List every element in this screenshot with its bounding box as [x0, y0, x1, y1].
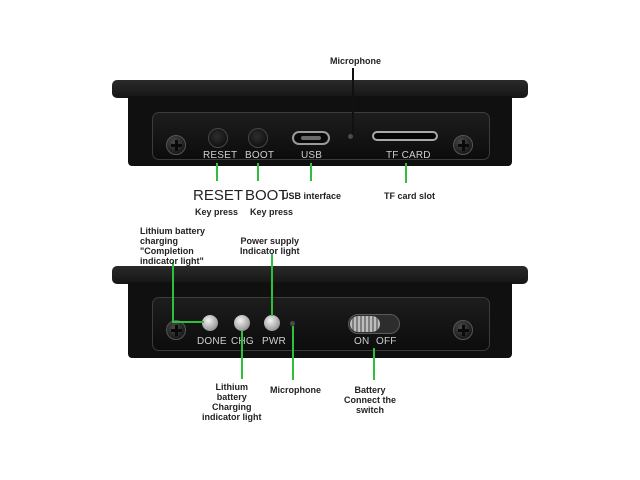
- microphone-hole: [290, 321, 295, 326]
- charging-indicator-callout: Lithium battery Charging indicator light: [202, 382, 262, 422]
- chg-indicator-led: [234, 315, 250, 331]
- screw-icon: [453, 135, 473, 155]
- switch-off-label: OFF: [376, 336, 397, 347]
- screw-icon: [166, 135, 186, 155]
- microphone-hole: [348, 134, 353, 139]
- screw-icon: [453, 320, 473, 340]
- pwr-indicator-label: PWR: [262, 336, 286, 347]
- boot-port-label: BOOT: [245, 150, 275, 161]
- microphone-leader-line-bottom: [292, 326, 294, 380]
- tf-card-slot[interactable]: [372, 131, 438, 141]
- completion-leader-vertical: [172, 262, 174, 323]
- reset-port-label: RESET: [203, 150, 238, 161]
- reset-callout-sub: Key press: [195, 207, 239, 217]
- charging-leader-line: [241, 331, 243, 379]
- tf-callout: TF card slot: [384, 191, 436, 201]
- completion-leader-horizontal: [172, 321, 204, 323]
- boot-callout-title: BOOT: [245, 187, 288, 204]
- microphone-callout-bottom: Microphone: [270, 385, 321, 395]
- boot-button[interactable]: [248, 128, 268, 148]
- device-top-body: [112, 80, 528, 98]
- done-indicator-led: [202, 315, 218, 331]
- power-indicator-callout: Power supply Indicator light: [240, 236, 300, 256]
- device-bottom-body: [112, 266, 528, 284]
- usb-port[interactable]: [292, 131, 330, 145]
- done-indicator-label: DONE: [197, 336, 227, 347]
- battery-switch[interactable]: [348, 314, 400, 334]
- pwr-indicator-led: [264, 315, 280, 331]
- tf-card-port-label: TF CARD: [386, 150, 431, 161]
- power-leader-line: [271, 254, 273, 316]
- usb-callout: USB interface: [282, 191, 342, 201]
- reset-leader-line: [216, 163, 218, 181]
- usb-leader-line: [310, 163, 312, 181]
- reset-button[interactable]: [208, 128, 228, 148]
- battery-switch-callout: Battery Connect the switch: [344, 385, 397, 415]
- microphone-leader-line: [352, 68, 354, 134]
- battery-leader-line: [373, 348, 375, 380]
- tf-leader-line: [405, 163, 407, 183]
- battery-switch-knob[interactable]: [350, 316, 380, 332]
- usb-port-label: USB: [301, 150, 323, 161]
- screw-icon: [166, 320, 186, 340]
- microphone-callout-top: Microphone: [330, 56, 381, 66]
- switch-on-label: ON: [354, 336, 370, 347]
- reset-callout-title: RESET: [193, 187, 244, 204]
- boot-callout-sub: Key press: [250, 207, 294, 217]
- boot-leader-line: [257, 163, 259, 181]
- completion-indicator-callout: Lithium battery charging "Completion ind…: [140, 226, 206, 266]
